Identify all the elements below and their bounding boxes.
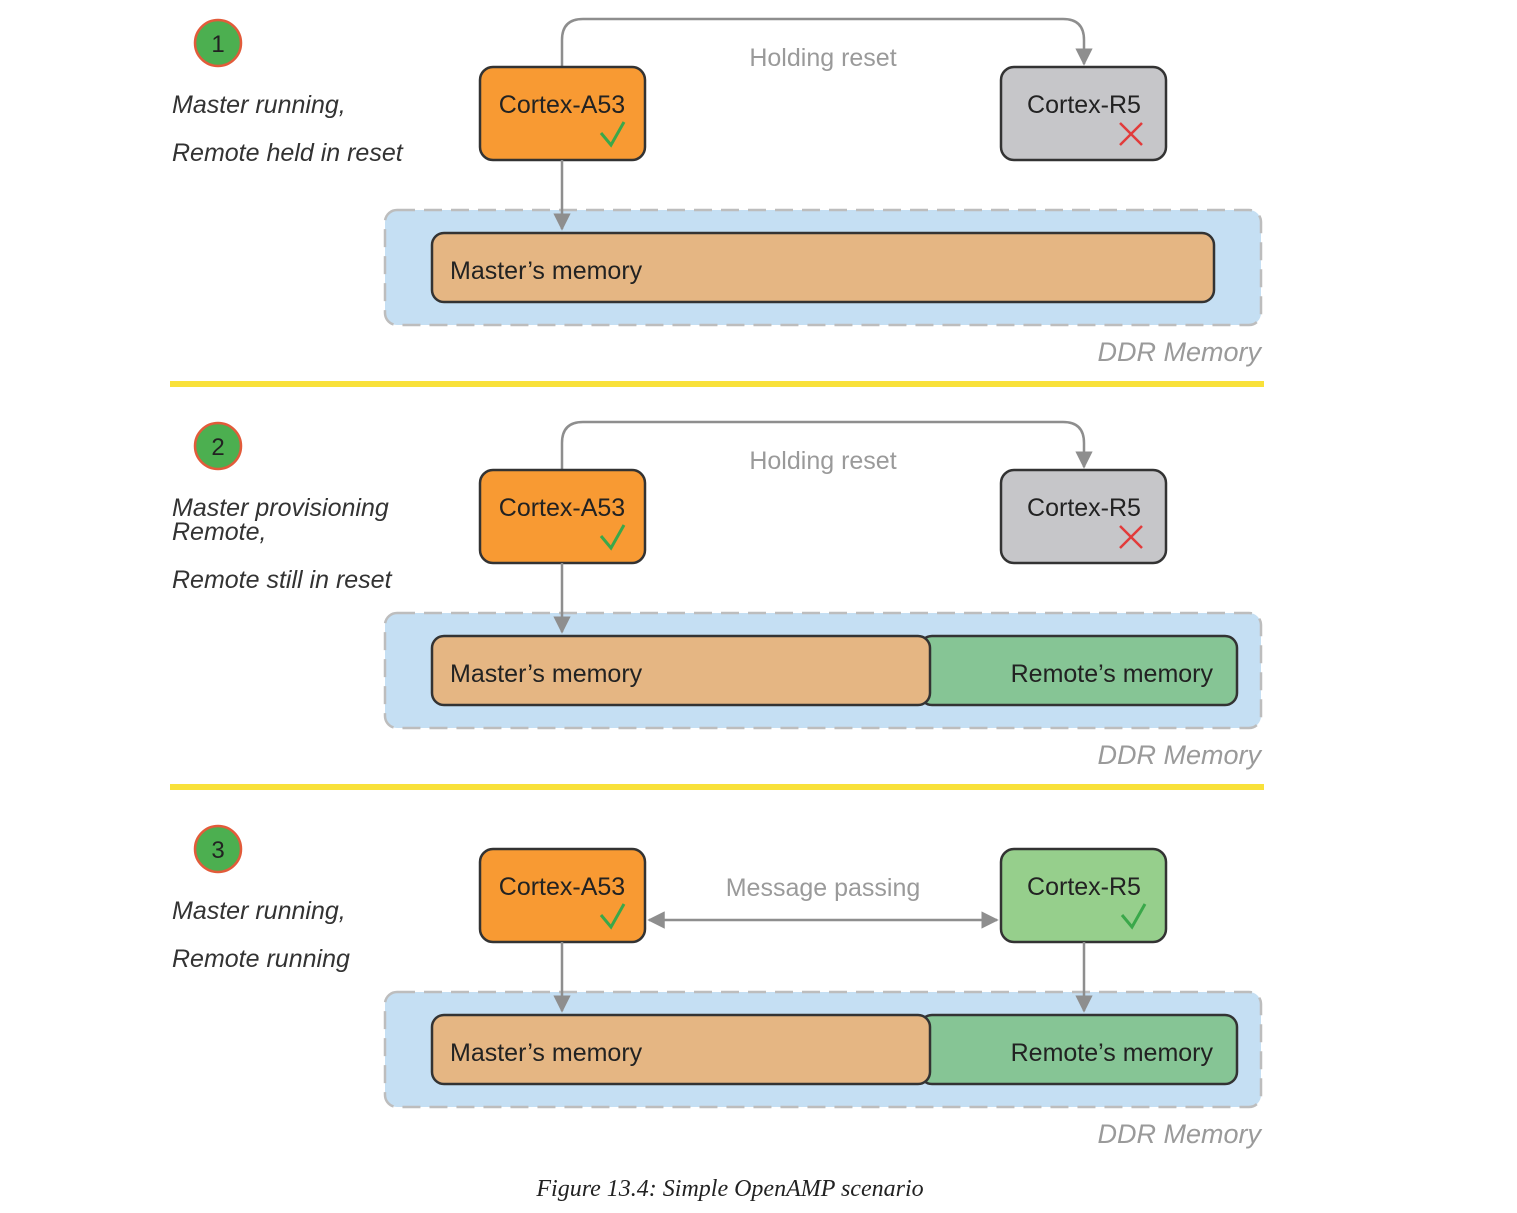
holding-reset-arrow	[560, 420, 1093, 469]
step-number: 1	[211, 31, 224, 58]
check-icon	[1120, 903, 1147, 930]
ddr-memory-label: DDR Memory	[1097, 1119, 1262, 1149]
remote-core-box	[999, 468, 1168, 565]
step-description-line-1: Master running,	[172, 91, 346, 119]
ddr-memory-label: DDR Memory	[1097, 337, 1262, 367]
link-label: Holding reset	[749, 44, 896, 72]
master-memory-label: Master’s memory	[450, 257, 643, 285]
step-description-line-3: Remote still in reset	[172, 566, 393, 594]
master-core-label: Cortex-A53	[499, 873, 625, 901]
check-icon	[599, 903, 626, 930]
remote-memory-label: Remote’s memory	[1011, 660, 1214, 688]
master-core-label: Cortex-A53	[499, 494, 625, 522]
step-description-line-1: Master provisioning	[172, 494, 389, 522]
step-number: 2	[211, 434, 224, 461]
step-description-line-2: Remote,	[172, 518, 266, 546]
check-icon	[599, 121, 626, 148]
master-memory-label: Master’s memory	[450, 660, 643, 688]
master-memory-block	[430, 634, 932, 707]
check-icon	[599, 524, 626, 551]
cross-icon	[1119, 525, 1143, 549]
link-label: Holding reset	[749, 447, 896, 475]
remote-core-label: Cortex-R5	[1027, 494, 1141, 522]
cross-icon	[1119, 122, 1143, 146]
panel-1: 1 Master running, Remote held in reset H…	[172, 17, 1262, 367]
remote-core-box	[999, 65, 1168, 162]
step-description-line-2: Remote running	[172, 945, 350, 973]
master-core-label: Cortex-A53	[499, 91, 625, 119]
panel-3: 3 Master running, Remote running Cortex-…	[172, 824, 1262, 1149]
holding-reset-arrow	[560, 17, 1093, 66]
step-badge	[193, 421, 243, 471]
remote-core-label: Cortex-R5	[1027, 91, 1141, 119]
remote-memory-label: Remote’s memory	[1011, 1039, 1214, 1067]
step-description-line-2: Remote held in reset	[172, 139, 404, 167]
figure-caption: Figure 13.4: Simple OpenAMP scenario	[535, 1176, 923, 1202]
step-description-line-1: Master running,	[172, 897, 346, 925]
step-badge	[193, 824, 243, 874]
master-memory-block	[430, 1013, 932, 1086]
step-number: 3	[211, 837, 224, 864]
panel-2: 2 Master provisioning Remote, Remote sti…	[172, 420, 1262, 770]
master-memory-label: Master’s memory	[450, 1039, 643, 1067]
master-memory-block	[430, 231, 1216, 304]
link-label: Message passing	[726, 874, 921, 902]
remote-core-label: Cortex-R5	[1027, 873, 1141, 901]
ddr-memory-label: DDR Memory	[1097, 740, 1262, 770]
step-badge	[193, 18, 243, 68]
